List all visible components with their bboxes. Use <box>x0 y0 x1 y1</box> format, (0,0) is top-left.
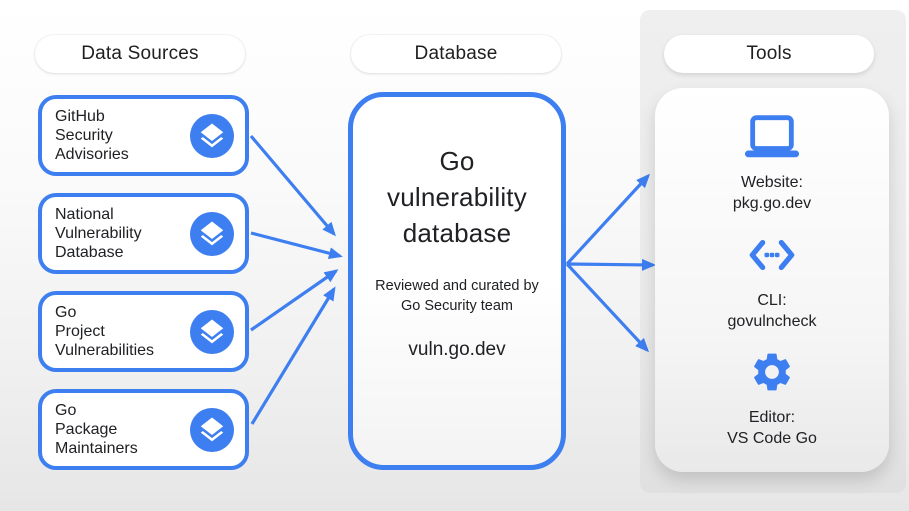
source-box-github-security-advisories: GitHub Security Advisories <box>38 95 249 176</box>
arrow-goproject-to-database <box>250 269 339 332</box>
column-header-data-sources: Data Sources <box>35 35 245 73</box>
arrow-nvd-to-database <box>250 231 343 260</box>
arrow-github-to-database <box>249 134 336 237</box>
layers-icon <box>190 113 234 158</box>
tools-box: Website: pkg.go.dev CLI: govulncheck <box>655 88 889 472</box>
arrow-database-to-editor <box>565 262 650 353</box>
tool-item-cli: CLI: govulncheck <box>727 229 817 332</box>
arrow-maintainers-to-database <box>250 286 336 425</box>
tool-label: Editor: VS Code Go <box>727 409 817 448</box>
database-box: Go vulnerability database Reviewed and c… <box>348 92 566 470</box>
tool-item-website: Website: pkg.go.dev <box>733 111 811 214</box>
source-box-go-project-vulnerabilities: Go Project Vulnerabilities <box>38 291 249 372</box>
source-box-label: Go Project Vulnerabilities <box>55 304 155 359</box>
database-subtitle: Reviewed and curated by Go Security team <box>375 278 539 314</box>
tool-item-editor: Editor: VS Code Go <box>727 346 817 449</box>
layers-icon <box>190 309 234 354</box>
source-box-label: GitHub Security Advisories <box>55 108 129 163</box>
database-title: Go vulnerability database <box>387 146 527 248</box>
layers-icon <box>190 407 234 452</box>
column-header-database: Database <box>351 35 561 73</box>
code-icon <box>728 229 817 281</box>
laptop-icon <box>733 111 811 163</box>
arrow-database-to-website <box>565 173 651 266</box>
gear-icon <box>727 346 817 398</box>
layers-icon <box>190 211 234 256</box>
tool-label: Website: pkg.go.dev <box>732 173 812 212</box>
source-box-label: National Vulnerability Database <box>55 206 142 261</box>
database-url: vuln.go.dev <box>408 339 506 360</box>
source-box-label: Go Package Maintainers <box>55 402 138 457</box>
tool-label: CLI: govulncheck <box>727 291 817 330</box>
source-box-national-vulnerability-database: National Vulnerability Database <box>38 193 249 274</box>
source-box-go-package-maintainers: Go Package Maintainers <box>38 389 249 470</box>
column-header-tools: Tools <box>664 35 874 73</box>
